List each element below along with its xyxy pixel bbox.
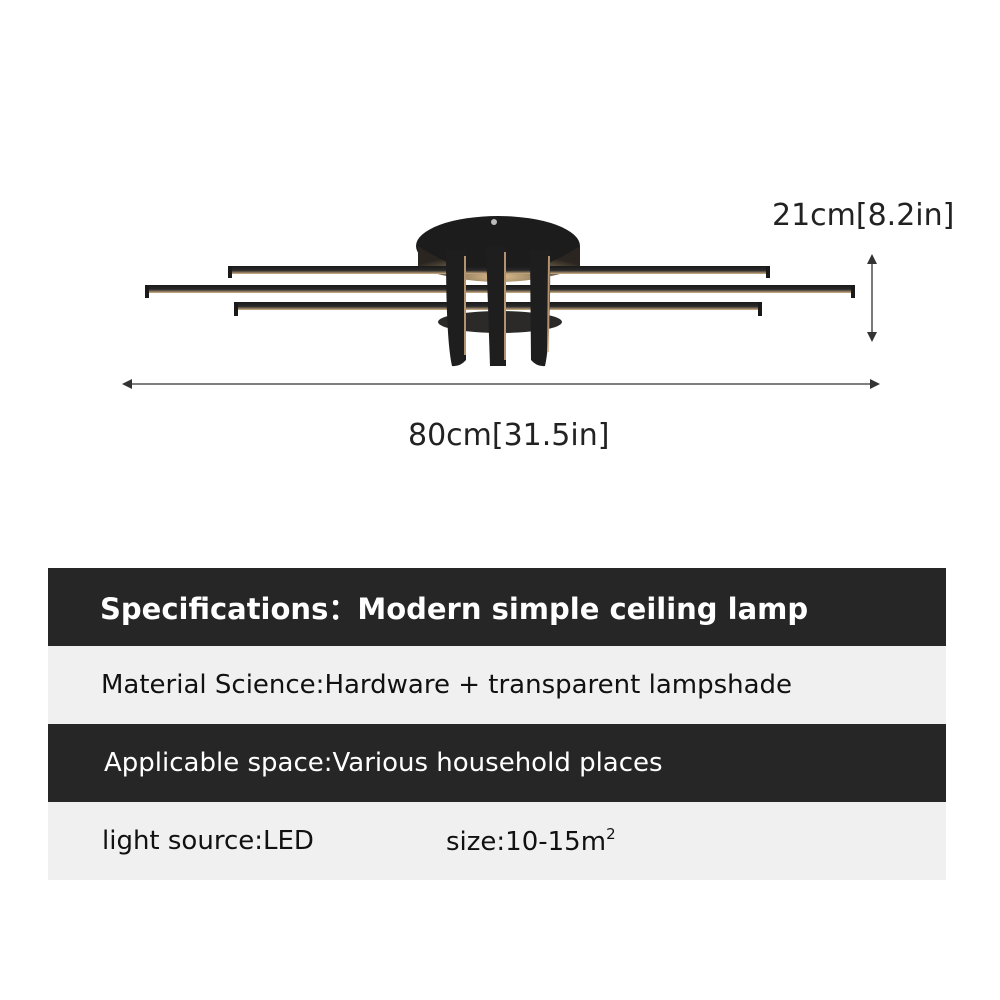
width-label: 80cm[31.5in] bbox=[408, 418, 610, 453]
product-diagram: 21cm[8.2in] 80cm[31.5in] bbox=[122, 198, 955, 453]
size-cell: size:10-15m2 bbox=[446, 825, 616, 857]
lamp-vertical-arms bbox=[446, 246, 551, 367]
applicable-space-row: Applicable space:Various household place… bbox=[48, 724, 946, 802]
light-source-size-row: light source:LED size:10-15m2 bbox=[48, 802, 946, 880]
specifications-table: Specifications：Modern simple ceiling lam… bbox=[48, 568, 946, 880]
size-value: size:10-15m bbox=[446, 827, 607, 857]
material-row: Material Science:Hardware + transparent … bbox=[48, 646, 946, 724]
ceiling-lamp-illustration bbox=[122, 216, 880, 389]
light-source-cell: light source:LED bbox=[102, 826, 314, 856]
height-dimension-arrow bbox=[867, 254, 877, 342]
size-exponent: 2 bbox=[606, 825, 616, 843]
height-label: 21cm[8.2in] bbox=[772, 198, 955, 233]
width-dimension-arrow bbox=[122, 379, 880, 389]
specifications-header: Specifications：Modern simple ceiling lam… bbox=[48, 568, 946, 646]
